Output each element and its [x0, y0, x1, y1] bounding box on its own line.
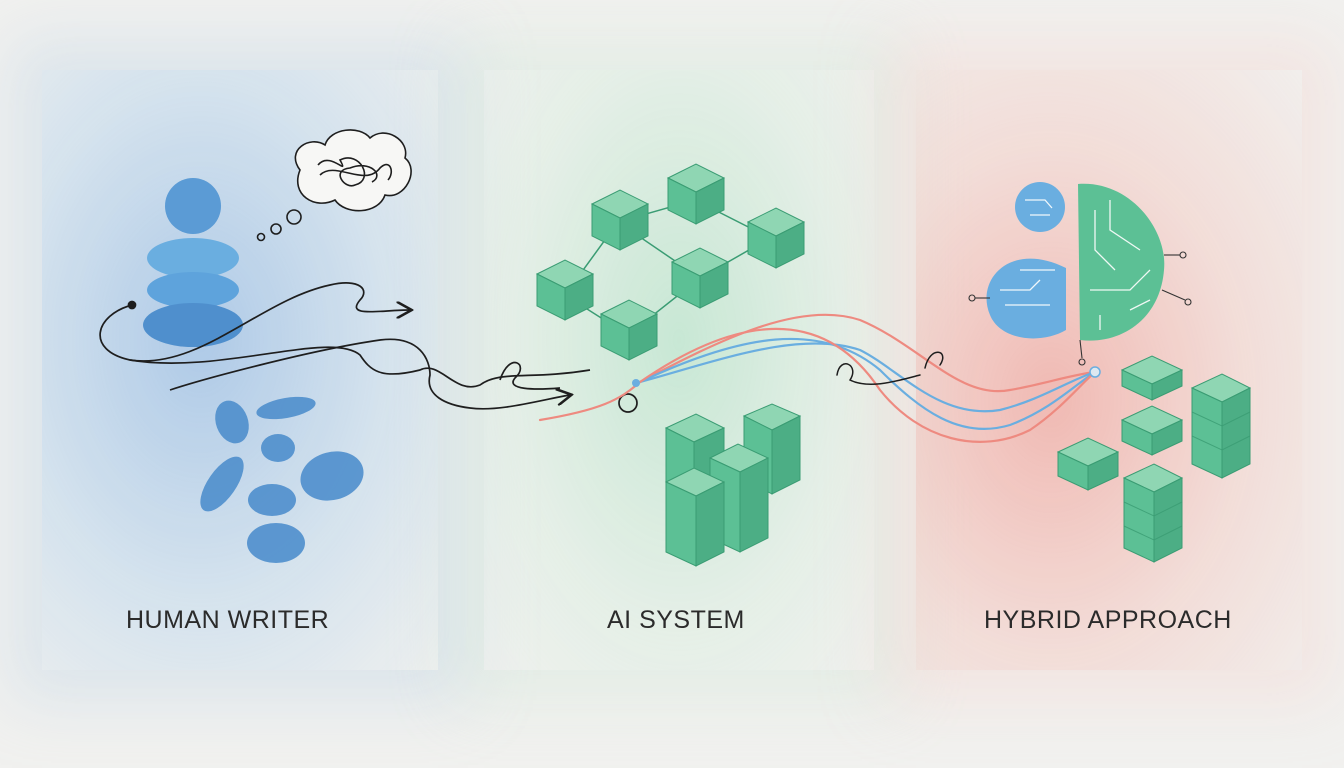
- stacked-blocks-icon: [1056, 355, 1252, 563]
- person-icon: [143, 178, 243, 347]
- network-cubes-icon: [536, 163, 805, 361]
- ai-system-label: AI SYSTEM: [607, 606, 745, 634]
- hybrid-approach-label: HYBRID APPROACH: [984, 606, 1232, 634]
- flow-lines-hybrid: [538, 313, 1101, 443]
- hybrid-approach-panel: [916, 70, 1302, 670]
- human-writer-label: HUMAN WRITER: [126, 606, 330, 634]
- split-brain-icon: [968, 182, 1192, 366]
- server-blocks-icon: [664, 403, 802, 567]
- thought-bubble-icon: [256, 129, 412, 242]
- brush-strokes-icon: [200, 396, 364, 563]
- flow-lines-human: [99, 282, 638, 413]
